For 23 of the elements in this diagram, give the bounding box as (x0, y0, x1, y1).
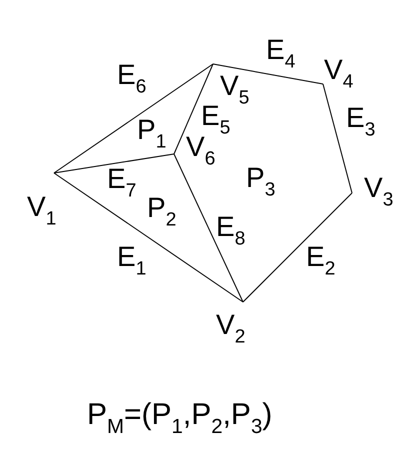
vertex-label: V$_{2}$ (215, 311, 246, 347)
vertex-label: V$_{1}$ (26, 193, 58, 229)
edge-label: E$_{4}$ (265, 36, 296, 72)
formula-caption: P$_{M}$=(P$_{1}$,P$_{2}$,P$_{3}$) (86, 400, 274, 438)
edge-label: E$_{3}$ (345, 104, 376, 140)
edge-label: E$_{6}$ (116, 61, 148, 97)
edge-label: E$_{1}$ (116, 243, 148, 279)
vertex-label: V$_{4}$ (323, 56, 354, 92)
edge-line (174, 64, 214, 154)
edge-line (54, 64, 214, 174)
edge-label: E$_{2}$ (305, 243, 336, 279)
face-label: P$_{3}$ (245, 164, 276, 200)
edge-line (212, 64, 324, 84)
face-label: P$_{2}$ (146, 194, 178, 230)
vertex-label: V$_{3}$ (363, 174, 394, 210)
edge-line (54, 172, 244, 302)
face-label: P$_{1}$ (136, 116, 168, 152)
edge-line (174, 154, 244, 302)
edge-line (322, 84, 352, 194)
edge-line (54, 154, 174, 174)
edge-label: E$_{8}$ (215, 213, 246, 249)
edge-label: E$_{7}$ (106, 165, 138, 201)
edge-line (242, 192, 352, 302)
